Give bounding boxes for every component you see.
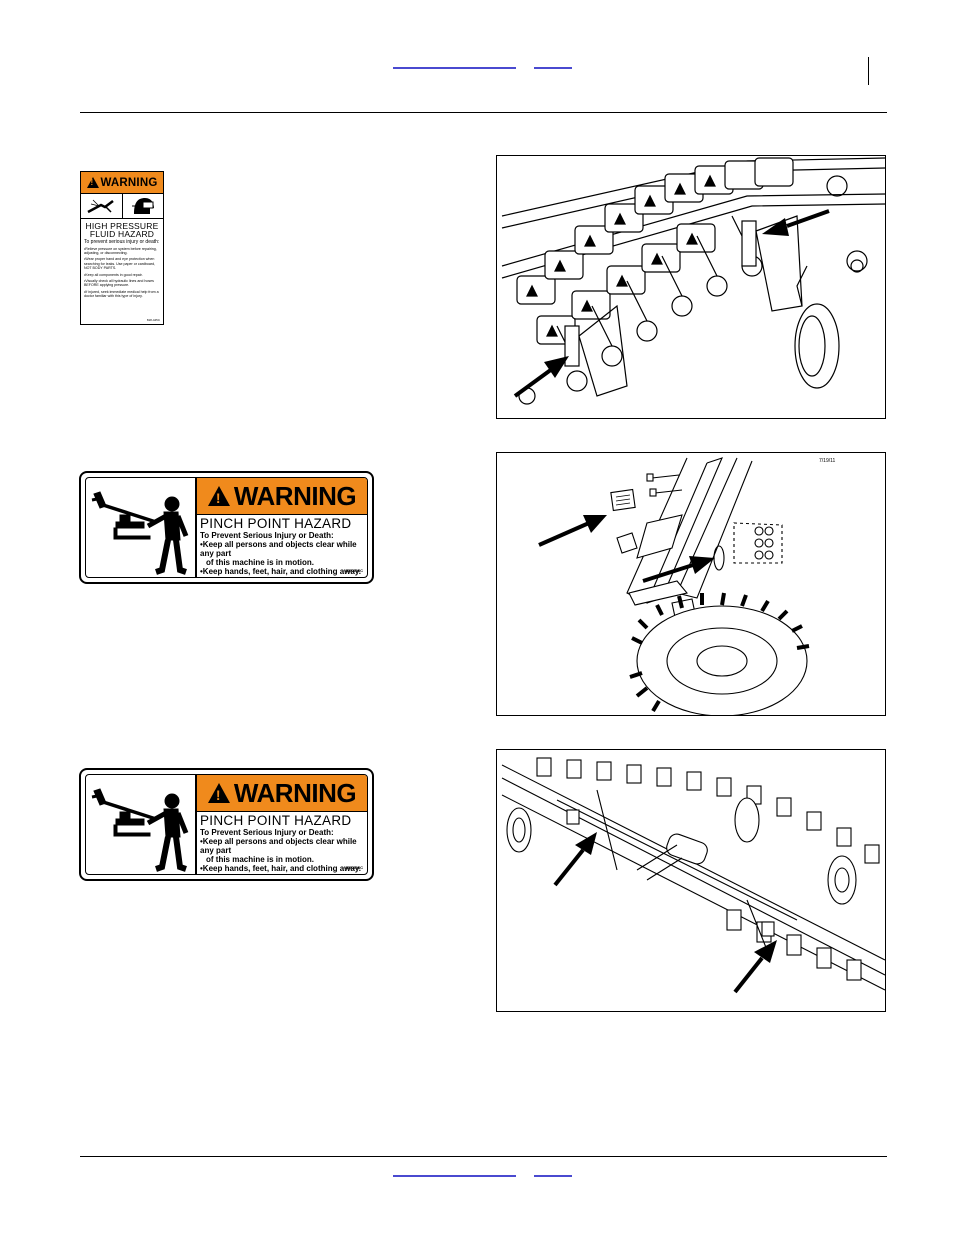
planter-illustration <box>501 157 885 405</box>
decal-header: WARNING <box>197 478 367 515</box>
bullet-continuation: of this machine is in motion. <box>206 855 315 864</box>
decal-bullets: •Relieve pressure on system before repai… <box>81 247 163 299</box>
decal-intro: To prevent serious injury or death: <box>84 239 160 245</box>
fluid-spray-icon <box>81 194 122 218</box>
header-link-primary[interactable] <box>393 67 516 69</box>
location-arrow <box>553 832 597 887</box>
decal-header: WARNING <box>81 172 163 194</box>
warning-triangle-icon <box>207 486 230 506</box>
decal-part-code: 818-398C <box>345 865 363 870</box>
pinch-point-pictogram-icon <box>86 775 197 874</box>
decal-title: PINCH POINT HAZARD <box>200 516 352 531</box>
frame-illustration <box>501 757 885 994</box>
figure-exploded-decal-mount: 7/19/11 <box>496 452 886 716</box>
bullet: •Visually check all hydraulic lines and … <box>84 278 154 288</box>
header-page-marker <box>868 57 869 85</box>
bullet-continuation: of this machine is in motion. <box>206 558 315 567</box>
location-arrow <box>513 356 569 398</box>
decal-intro: To Prevent Serious Injury or Death: <box>200 828 334 837</box>
warning-triangle-icon <box>207 783 230 803</box>
pinch-point-warning-decal: WARNING PINCH POINT HAZARD To Prevent Se… <box>79 768 374 881</box>
decal-pictograms <box>81 194 163 219</box>
header-link-secondary[interactable] <box>534 67 572 69</box>
figure-planter-decal-locations <box>496 155 886 419</box>
bullet: •Keep all persons and objects clear whil… <box>200 837 357 855</box>
header-rule <box>80 112 887 113</box>
face-protection-icon <box>121 194 164 218</box>
bullet: •Keep all persons and objects clear whil… <box>200 540 357 558</box>
decal-title: HIGH PRESSURE FLUID HAZARD <box>81 221 163 239</box>
decal-part-code: 818-445C <box>146 318 160 322</box>
pinch-point-pictogram-icon <box>86 478 197 577</box>
decal-title: PINCH POINT HAZARD <box>200 813 352 828</box>
warning-triangle-icon <box>86 177 99 188</box>
bullet: •Keep hands, feet, hair, and clothing aw… <box>200 567 361 576</box>
signal-word: WARNING <box>100 176 158 189</box>
signal-word: WARNING <box>233 777 357 808</box>
decal-intro: To Prevent Serious Injury or Death: <box>200 531 334 540</box>
location-arrow <box>733 940 777 994</box>
location-arrow <box>642 556 715 583</box>
footer-rule <box>80 1156 887 1157</box>
footer-link-secondary[interactable] <box>534 1175 572 1177</box>
pinch-point-warning-decal: WARNING PINCH POINT HAZARD To Prevent Se… <box>79 471 374 584</box>
footer-link-primary[interactable] <box>393 1175 516 1177</box>
bullet: •If injured, seek immediate medical help… <box>84 289 159 299</box>
figure-frame-decal-locations <box>496 749 886 1012</box>
bullet: •Wear proper hand and eye protection whe… <box>84 257 156 271</box>
exploded-illustration <box>538 457 810 715</box>
bullet: •Keep hands, feet, hair, and clothing aw… <box>200 864 361 873</box>
figure-code: 7/19/11 <box>819 458 836 464</box>
signal-word: WARNING <box>233 480 357 511</box>
decal-header: WARNING <box>197 775 367 812</box>
bullet: •Relieve pressure on system before repai… <box>84 246 157 255</box>
decal-part-code: 818-398C <box>345 568 363 573</box>
title-line-1: HIGH PRESSURE <box>85 221 159 231</box>
location-arrow <box>538 515 607 547</box>
location-arrow <box>762 209 830 236</box>
bullet: •Keep all components in good repair. <box>84 272 143 277</box>
title-line-2: FLUID HAZARD <box>89 229 155 239</box>
high-pressure-warning-decal: WARNING HIGH PRESSURE FLUID HAZARD To pr… <box>80 171 164 325</box>
